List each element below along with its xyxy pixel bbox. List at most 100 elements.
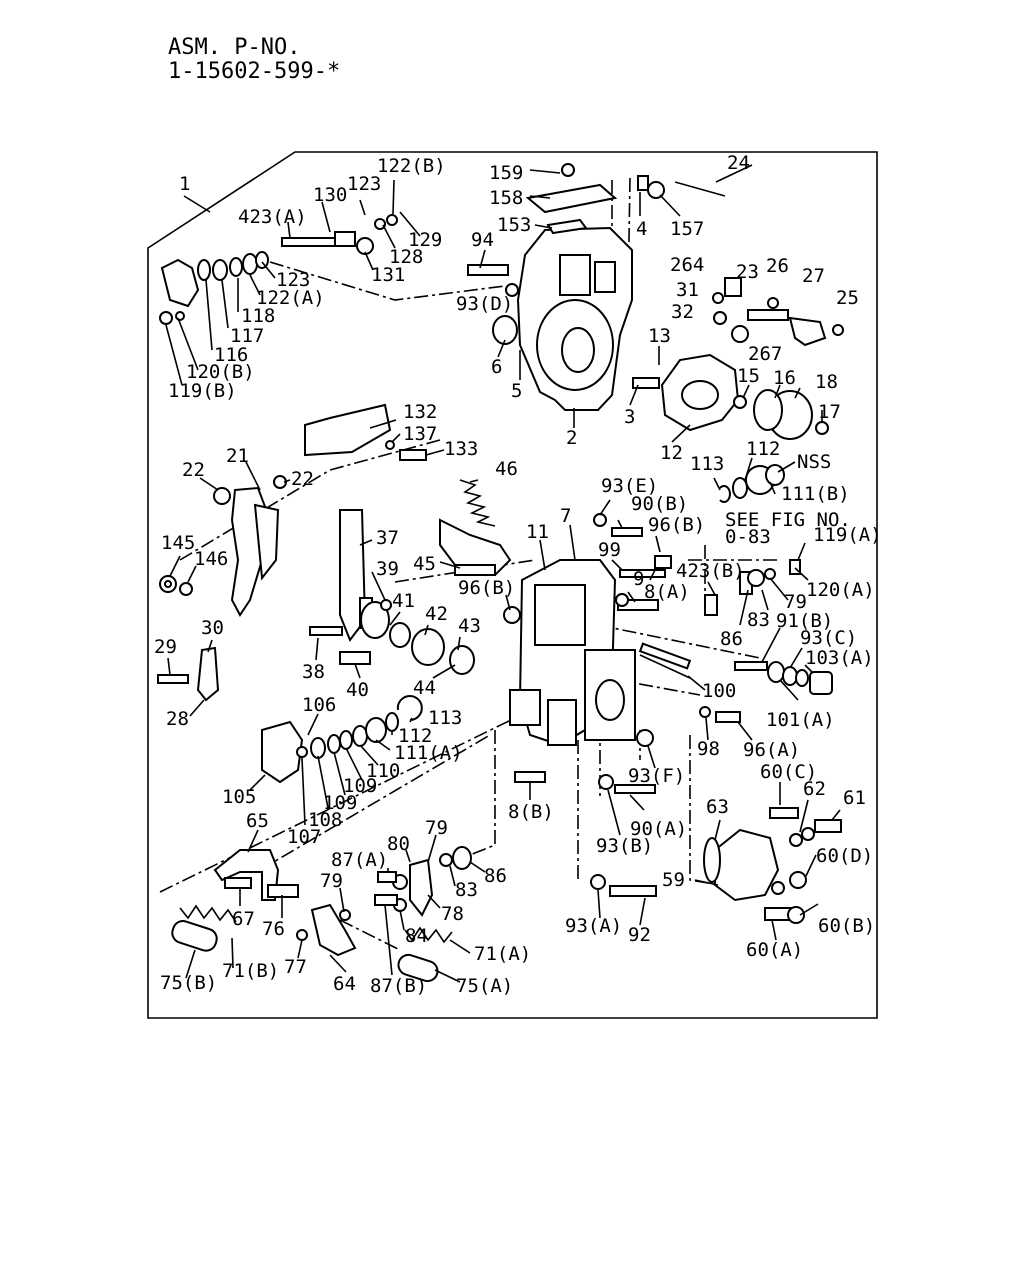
callout-120a: 120(A) <box>806 579 875 601</box>
callout-112-upper: 112 <box>746 438 780 460</box>
callout-98: 98 <box>697 738 720 760</box>
callout-4: 4 <box>636 218 647 240</box>
callout-16: 16 <box>773 367 796 389</box>
callout-45: 45 <box>413 553 436 575</box>
callout-9: 9 <box>633 568 644 590</box>
callout-75b: 75(B) <box>160 972 217 994</box>
callout-93d: 93(D) <box>456 293 513 315</box>
callout-83-upper: 83 <box>747 609 770 631</box>
callout-60d: 60(D) <box>816 845 873 867</box>
callout-44: 44 <box>413 677 436 699</box>
callout-62: 62 <box>803 778 826 800</box>
callout-119b: 119(B) <box>168 380 237 402</box>
callout-61: 61 <box>843 787 866 809</box>
callout-112-lower: 112 <box>398 725 432 747</box>
callout-113-lower: 113 <box>428 707 462 729</box>
callout-76: 76 <box>262 918 285 940</box>
callout-123-upper: 123 <box>347 173 381 195</box>
diagram-frame <box>147 151 878 1019</box>
callout-93f: 93(F) <box>628 765 685 787</box>
callout-93c: 93(C) <box>800 627 857 649</box>
callout-46: 46 <box>495 458 518 480</box>
callout-71b: 71(B) <box>222 960 279 982</box>
callout-18: 18 <box>815 371 838 393</box>
callout-5: 5 <box>511 380 522 402</box>
callout-79-bracket: 79 <box>320 870 343 892</box>
callout-113-upper: 113 <box>690 453 724 475</box>
callout-60b: 60(B) <box>818 915 875 937</box>
callout-64: 64 <box>333 973 356 995</box>
callout-71a: 71(A) <box>474 943 531 965</box>
callout-31: 31 <box>676 279 699 301</box>
see-fig-number: 0-83 <box>725 526 771 548</box>
assembly-label: ASM. P-NO. <box>168 35 301 60</box>
callout-77: 77 <box>284 956 307 978</box>
callout-133: 133 <box>444 438 478 460</box>
callout-92: 92 <box>628 924 651 946</box>
assembly-part-number: 1-15602-599-* <box>168 59 341 84</box>
callout-41: 41 <box>392 590 415 612</box>
callout-159: 159 <box>489 162 523 184</box>
callout-26: 26 <box>766 255 789 277</box>
callout-84: 84 <box>405 925 428 947</box>
callout-67: 67 <box>232 908 255 930</box>
callout-24: 24 <box>727 152 750 174</box>
callout-153: 153 <box>497 214 531 236</box>
callout-79-top-right: 79 <box>784 591 807 613</box>
callout-103a: 103(A) <box>805 647 874 669</box>
callout-116: 116 <box>214 344 248 366</box>
callout-91b: 91(B) <box>776 610 833 632</box>
callout-87b: 87(B) <box>370 975 427 997</box>
callout-60c: 60(C) <box>760 761 817 783</box>
callout-99: 99 <box>598 539 621 561</box>
callout-23: 23 <box>736 261 759 283</box>
callout-78: 78 <box>441 903 464 925</box>
callout-nss: NSS <box>797 451 831 473</box>
callout-21: 21 <box>226 445 249 467</box>
callout-17: 17 <box>818 401 841 423</box>
callout-22-right: 22 <box>291 468 314 490</box>
callout-130: 130 <box>313 184 347 206</box>
callout-111a: 111(A) <box>394 742 463 764</box>
callout-93b: 93(B) <box>596 835 653 857</box>
callout-28: 28 <box>166 708 189 730</box>
callout-11: 11 <box>526 521 549 543</box>
callout-29: 29 <box>154 636 177 658</box>
callout-7: 7 <box>560 505 571 527</box>
callout-93e: 93(E) <box>601 475 658 497</box>
assembly-part-number-header: ASM. P-NO. 1-15602-599-* <box>168 36 340 84</box>
callout-75a: 75(A) <box>456 975 513 997</box>
callout-109-upper: 109 <box>343 775 377 797</box>
callout-15: 15 <box>737 365 760 387</box>
callout-132: 132 <box>403 401 437 423</box>
part-shapes <box>157 163 844 983</box>
see-fig-note: SEE FIG NO. <box>725 509 851 531</box>
callout-131: 131 <box>371 264 405 286</box>
callout-146: 146 <box>194 548 228 570</box>
callout-12: 12 <box>660 442 683 464</box>
callout-labels: 1 2 3 4 5 6 7 8(A) 8(B) 9 11 12 13 15 16… <box>154 152 882 997</box>
callout-119a: 119(A) <box>813 524 882 546</box>
callout-118: 118 <box>241 305 275 327</box>
callout-65: 65 <box>246 810 269 832</box>
callout-96b-lower: 96(B) <box>458 577 515 599</box>
callout-100: 100 <box>702 680 736 702</box>
callout-80: 80 <box>387 833 410 855</box>
callout-2: 2 <box>566 427 577 449</box>
callout-158: 158 <box>489 187 523 209</box>
callout-109-lower: 109 <box>323 792 357 814</box>
callout-60a: 60(A) <box>746 939 803 961</box>
callout-108: 108 <box>308 809 342 831</box>
callout-128: 128 <box>389 246 423 268</box>
callout-1: 1 <box>179 173 190 195</box>
callout-123-lower: 123 <box>276 269 310 291</box>
callout-39: 39 <box>376 558 399 580</box>
callout-264: 264 <box>670 254 704 276</box>
callout-96a: 96(A) <box>743 739 800 761</box>
callout-101a: 101(A) <box>766 709 835 731</box>
callout-79-lower: 79 <box>425 817 448 839</box>
callout-94: 94 <box>471 229 494 251</box>
callout-83-lower: 83 <box>455 879 478 901</box>
callout-43: 43 <box>458 615 481 637</box>
